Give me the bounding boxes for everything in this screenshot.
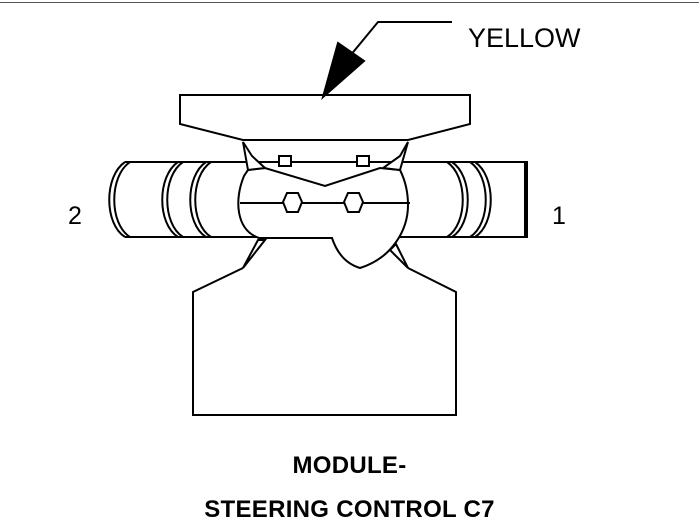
top-border-rule — [0, 2, 699, 3]
barb-bottom-left — [242, 239, 268, 269]
left-rib-1 — [108, 161, 126, 238]
barb-top-right — [380, 141, 409, 172]
color-label: YELLOW — [468, 23, 581, 53]
terminal-cavity-1 — [342, 192, 365, 213]
top-cap — [179, 94, 471, 141]
barb-bottom-right — [388, 242, 409, 269]
pin-label-right: 1 — [552, 202, 566, 230]
left-rib-2 — [113, 161, 131, 238]
tab-right — [356, 155, 370, 167]
left-rib-5 — [189, 161, 207, 238]
callout-leader-line — [344, 21, 452, 63]
color-callout: YELLOW — [321, 21, 581, 100]
latch-circle — [237, 166, 410, 270]
pin-label-left: 2 — [68, 202, 82, 230]
latch-housing — [237, 141, 410, 270]
right-rib-3 — [469, 161, 487, 238]
caption-line-2: STEERING CONTROL C7 — [204, 496, 495, 523]
right-rib-4 — [474, 161, 492, 238]
tab-left — [278, 155, 292, 167]
right-rib-2 — [451, 161, 469, 238]
callout-arrowhead — [321, 41, 366, 100]
left-rib-4 — [166, 161, 184, 238]
barb-top-left — [242, 141, 268, 172]
terminal-cavity-2 — [281, 192, 304, 213]
left-rib-3 — [161, 161, 179, 238]
right-rib-1 — [446, 161, 464, 238]
caption-line-1: MODULE- — [292, 452, 407, 479]
rear-housing — [192, 267, 457, 416]
left-rib-6 — [194, 161, 212, 238]
